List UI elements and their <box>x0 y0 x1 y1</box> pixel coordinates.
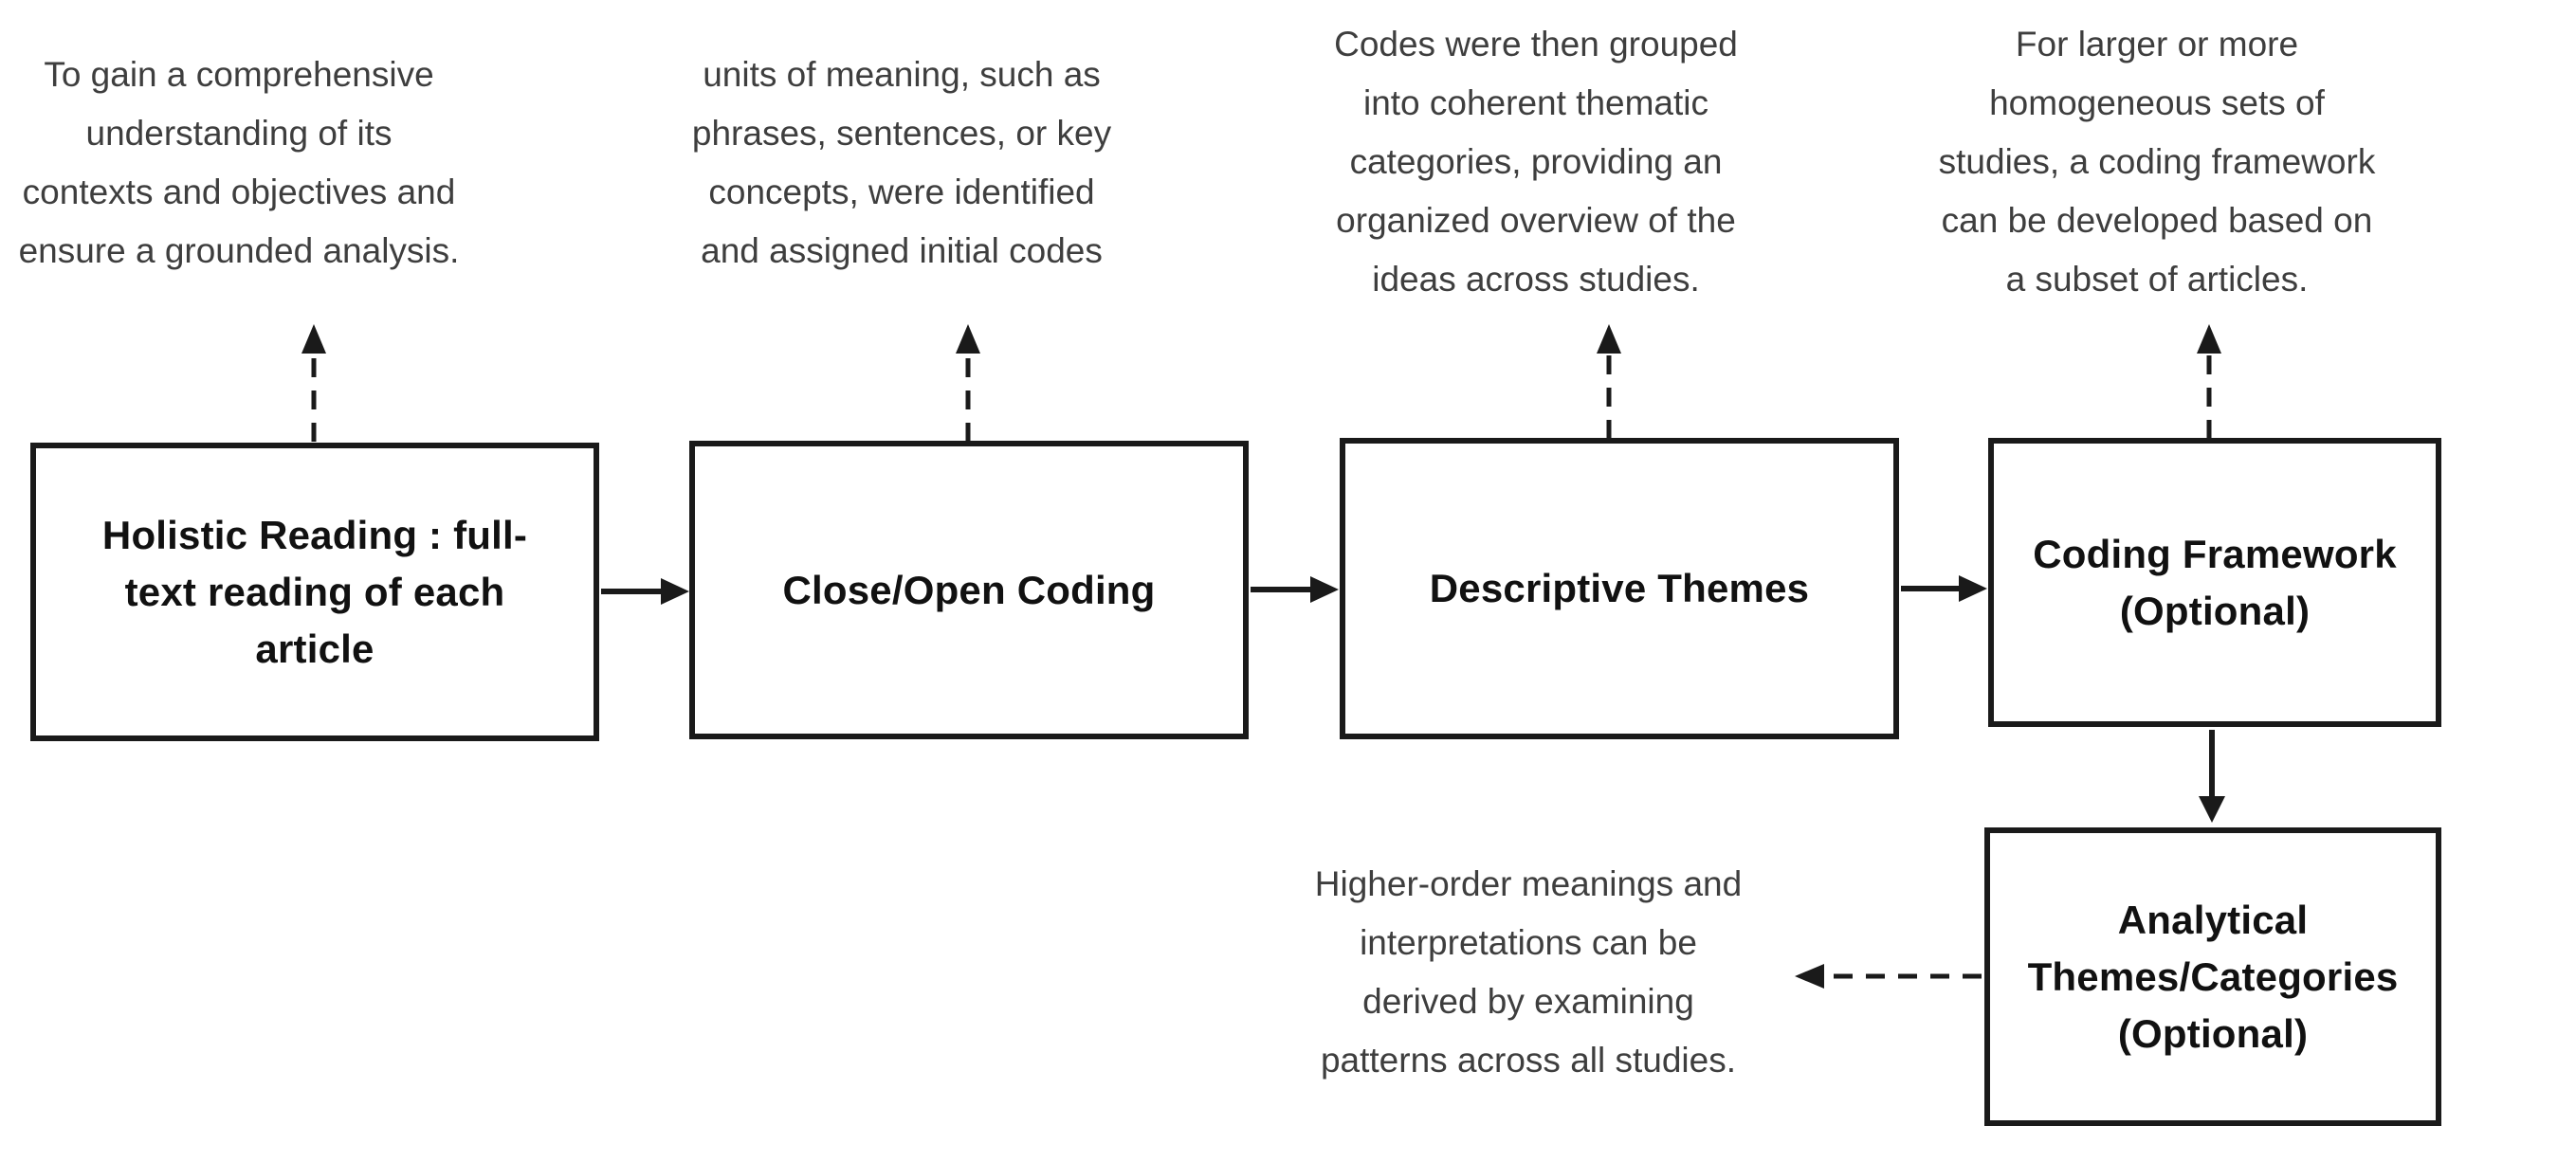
arrow-descriptive-to-coding-framework <box>1901 575 1987 602</box>
box-coding-framework-label: Coding Framework (Optional) <box>2033 531 2397 633</box>
box-holistic-reading: Holistic Reading : full- text reading of… <box>30 443 599 741</box>
box-close-open-coding-label: Close/Open Coding <box>782 567 1156 612</box>
note-analytical-themes: Higher-order meanings and interpretation… <box>1314 864 1743 1080</box>
box-holistic-reading-label: Holistic Reading : full- text reading of… <box>101 512 528 671</box>
dashed-arrow-note-coding-framework <box>2197 324 2221 439</box>
arrow-coding-framework-to-analytical <box>2199 730 2225 823</box>
note-descriptive-themes: Codes were then grouped into coherent th… <box>1334 25 1738 299</box>
dashed-arrow-note-analytical <box>1795 964 1982 989</box>
dashed-arrow-note-close-open <box>956 324 980 442</box>
box-analytical-themes-label: Analytical Themes/Categories (Optional) <box>2027 897 2399 1056</box>
box-close-open-coding: Close/Open Coding <box>689 441 1249 739</box>
dashed-arrow-note-descriptive <box>1597 324 1621 439</box>
box-coding-framework: Coding Framework (Optional) <box>1988 438 2441 727</box>
arrow-holistic-to-close-open <box>601 578 689 605</box>
arrow-close-open-to-descriptive <box>1251 576 1339 603</box>
note-holistic-reading: To gain a comprehensive understanding of… <box>18 55 460 270</box>
box-analytical-themes: Analytical Themes/Categories (Optional) <box>1984 827 2441 1126</box>
box-descriptive-themes: Descriptive Themes <box>1340 438 1899 739</box>
note-coding-framework: For larger or more homogeneous sets of s… <box>1938 25 2376 299</box>
box-descriptive-themes-label: Descriptive Themes <box>1429 566 1810 610</box>
note-close-open-coding: units of meaning, such as phrases, sente… <box>691 55 1112 270</box>
dashed-arrow-note-holistic <box>301 324 326 442</box>
